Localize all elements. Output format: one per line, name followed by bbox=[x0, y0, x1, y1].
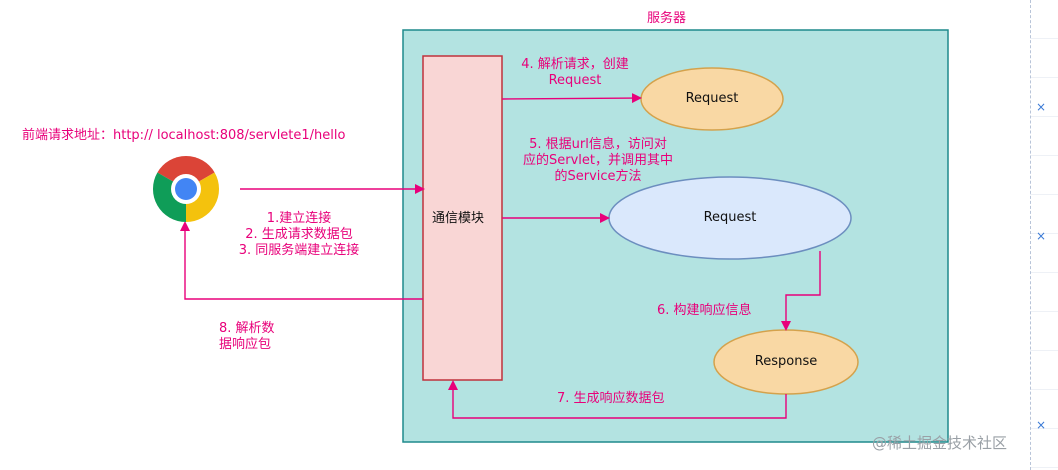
chrome-browser-icon bbox=[152, 155, 220, 222]
step-7-label: 7. 生成响应数据包 bbox=[557, 391, 665, 406]
request-label-orange: Request bbox=[685, 91, 739, 106]
arrow-module-to-request1 bbox=[501, 93, 642, 104]
arrow-module-to-browser bbox=[180, 221, 423, 300]
arrow-request2-to-response bbox=[781, 251, 821, 331]
arrow-response-to-module bbox=[448, 380, 787, 419]
step-5-label: 5. 根据url信息，访问对 应的Servlet，并调用其中 的Service方… bbox=[523, 137, 673, 184]
response-label: Response bbox=[754, 354, 818, 369]
edge-marker-icon: × bbox=[1036, 418, 1047, 432]
step-8-label: 8. 解析数 据响应包 bbox=[219, 321, 275, 352]
communication-module-box bbox=[422, 55, 503, 381]
request-label-blue: Request bbox=[703, 210, 757, 225]
watermark: @稀土掘金技术社区 bbox=[872, 434, 1008, 452]
server-title: 服务器 bbox=[647, 11, 687, 26]
step-1-3-label: 1.建立连接 2. 生成请求数据包 3. 同服务端建立连接 bbox=[238, 211, 360, 258]
edge-marker-icon: × bbox=[1036, 100, 1047, 114]
right-edge-strip bbox=[1030, 0, 1058, 470]
request-address: 前端请求地址：http:// localhost:808/servlete1/h… bbox=[22, 128, 346, 143]
step-4-label: 4. 解析请求，创建 Request bbox=[521, 57, 629, 88]
communication-module-label: 通信模块 bbox=[432, 211, 485, 226]
edge-marker-icon: × bbox=[1036, 229, 1047, 243]
step-6-label: 6. 构建响应信息 bbox=[657, 303, 752, 318]
